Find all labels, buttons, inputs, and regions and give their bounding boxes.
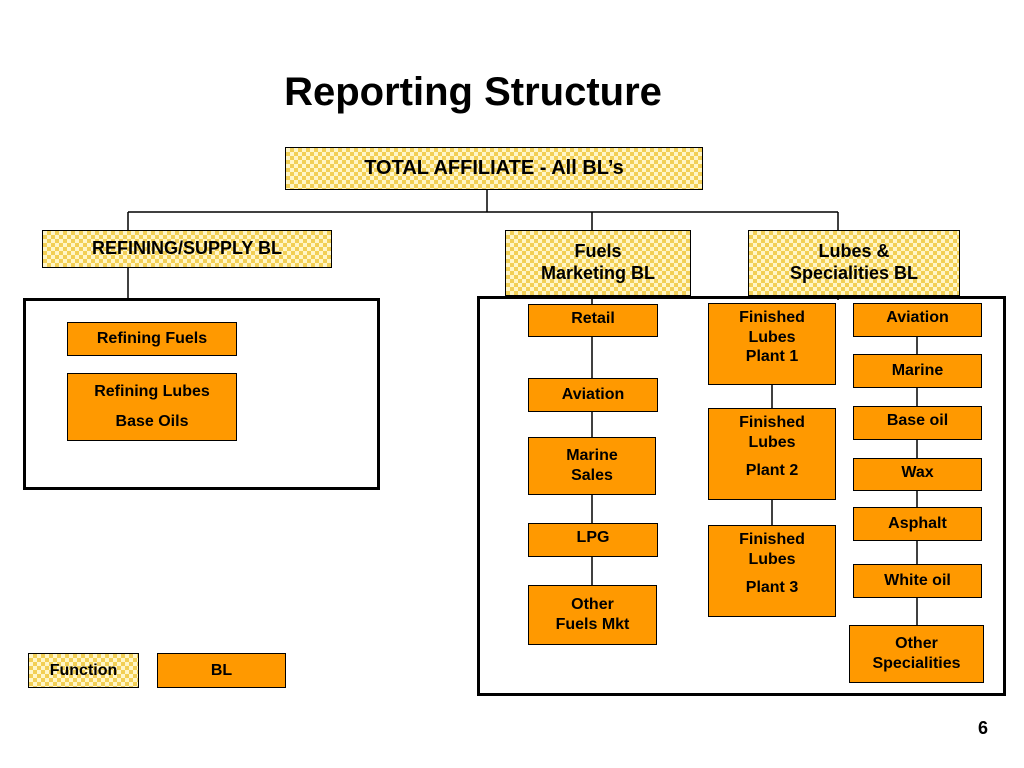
finished-lubes-plant-1-box: Finished Lubes Plant 1	[708, 303, 836, 385]
finished-lubes-plant-2-box: Finished Lubes Plant 2	[708, 408, 836, 500]
base-oils-label: Base Oils	[115, 413, 189, 430]
fuels-aviation-label: Aviation	[561, 386, 625, 404]
other-spec-line1: Other	[895, 635, 938, 653]
spec-aviation-label: Aviation	[886, 309, 949, 326]
lpg-label: LPG	[576, 529, 610, 546]
plant-1-line2: Lubes	[748, 328, 796, 346]
legend-function-label: Function	[49, 661, 118, 679]
wax-box: Wax	[853, 458, 982, 491]
fuels-marketing-bl-box: Fuels Marketing BL	[505, 230, 691, 296]
plant-1-line3: Plant 1	[745, 348, 799, 366]
base-oil-box: Base oil	[853, 406, 982, 440]
spec-aviation-box: Aviation	[853, 303, 982, 337]
legend-bl-label: BL	[210, 661, 233, 679]
fuels-marketing-bl-line2: Marketing BL	[540, 263, 655, 283]
white-oil-box: White oil	[853, 564, 982, 598]
plant-2-line3: Plant 2	[745, 462, 799, 480]
page-title: Reporting Structure	[284, 70, 662, 114]
plant-1-line1: Finished	[739, 309, 805, 326]
marketing-group-frame	[477, 296, 1006, 696]
plant-3-line2: Lubes	[748, 550, 796, 568]
marine-label: Marine	[566, 447, 618, 465]
spec-marine-label: Marine	[891, 362, 944, 380]
fuels-marketing-bl-line1: Fuels	[574, 241, 622, 262]
plant-2-line1: Finished	[739, 414, 805, 431]
refining-lubes-label: Refining Lubes	[94, 382, 210, 400]
fuels-aviation-box: Aviation	[528, 378, 658, 412]
wax-label: Wax	[901, 464, 934, 481]
asphalt-label: Asphalt	[888, 515, 947, 533]
other-label: Other	[571, 596, 614, 614]
refining-supply-bl-label: REFINING/SUPPLY BL	[91, 238, 283, 259]
lubes-specialities-bl-line2: Specialities BL	[789, 263, 919, 283]
other-fuels-mkt-box: Other Fuels Mkt	[528, 585, 657, 645]
legend-bl-box: BL	[157, 653, 286, 688]
finished-lubes-plant-3-box: Finished Lubes Plant 3	[708, 525, 836, 617]
refining-group-frame	[23, 298, 380, 490]
refining-fuels-box: Refining Fuels	[67, 322, 237, 356]
plant-2-line2: Lubes	[748, 433, 796, 451]
plant-3-line1: Finished	[739, 531, 805, 548]
retail-box: Retail	[528, 304, 658, 337]
white-oil-label: White oil	[884, 572, 951, 590]
retail-label: Retail	[571, 310, 615, 327]
other-specialities-box: Other Specialities	[849, 625, 984, 683]
legend-function-box: Function	[28, 653, 139, 688]
total-affiliate-box: TOTAL AFFILIATE - All BL’s	[285, 147, 703, 190]
sales-label: Sales	[571, 467, 613, 484]
lpg-box: LPG	[528, 523, 658, 557]
base-oil-label: Base oil	[886, 412, 949, 429]
total-affiliate-label: TOTAL AFFILIATE - All BL’s	[364, 157, 624, 180]
marine-sales-box: Marine Sales	[528, 437, 656, 495]
lubes-specialities-bl-box: Lubes & Specialities BL	[748, 230, 960, 296]
spec-marine-box: Marine	[853, 354, 982, 388]
fuels-mkt-label: Fuels Mkt	[555, 616, 630, 633]
refining-fuels-label: Refining Fuels	[96, 330, 208, 348]
lubes-specialities-bl-line1: Lubes &	[818, 241, 890, 262]
asphalt-box: Asphalt	[853, 507, 982, 541]
refining-supply-bl-box: REFINING/SUPPLY BL	[42, 230, 332, 268]
other-spec-line2: Specialities	[872, 655, 961, 672]
page-number: 6	[977, 718, 988, 738]
plant-3-line3: Plant 3	[745, 579, 799, 597]
refining-lubes-base-oils-box: Refining Lubes Base Oils	[67, 373, 237, 441]
